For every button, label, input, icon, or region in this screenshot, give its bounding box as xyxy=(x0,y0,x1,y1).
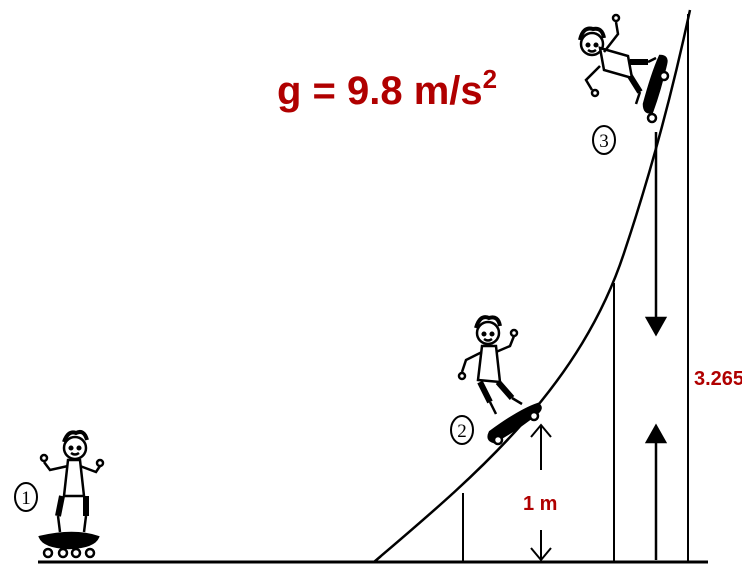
position-marker-3: 3 xyxy=(592,125,616,155)
skater-1-icon xyxy=(38,429,105,559)
svg-text:2: 2 xyxy=(457,421,467,442)
height-arrow-1m xyxy=(530,423,552,562)
skater-3-icon xyxy=(578,13,670,124)
drop-arrows xyxy=(644,132,668,560)
svg-text:3: 3 xyxy=(599,131,609,152)
skater-2-icon xyxy=(457,315,542,446)
gravity-label: g = 9.8 m/s2 xyxy=(277,64,497,113)
height-label-1m: 1 m xyxy=(523,493,557,515)
position-marker-1: 1 xyxy=(14,482,38,512)
svg-text:1: 1 xyxy=(21,488,31,509)
ramp-height-label: 3.265 xyxy=(694,368,742,390)
ramp-curve xyxy=(373,9,692,563)
position-marker-2: 2 xyxy=(450,415,474,445)
